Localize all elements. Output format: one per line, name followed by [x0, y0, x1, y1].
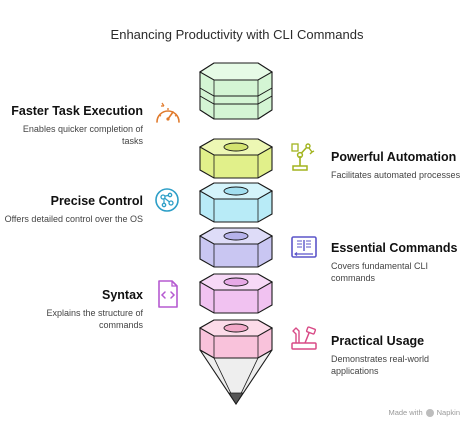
item-description: Facilitates automated processes — [331, 170, 461, 180]
item-heading: Essential Commands — [331, 241, 458, 255]
made-with-napkin-watermark: Made with Napkin — [388, 408, 460, 417]
segment-magenta — [198, 273, 274, 314]
code-file-icon — [155, 279, 181, 308]
item-description: Offers detailed control over the OS — [4, 214, 143, 224]
book-icon — [290, 234, 317, 260]
made-with-label: Made with — [388, 408, 423, 417]
brand-label: Napkin — [436, 408, 460, 417]
item-heading: Precise Control — [50, 194, 143, 208]
segment-top-green — [198, 62, 274, 120]
tools-icon — [290, 324, 317, 350]
item-description: Explains the structure of commands — [46, 308, 143, 330]
item-practical-usage: Practical Usage Demonstrates real-world … — [331, 334, 471, 377]
robot-arm-icon — [290, 142, 316, 171]
item-heading: Faster Task Execution — [11, 104, 143, 118]
pencil-tip — [199, 349, 273, 405]
item-essential-commands: Essential Commands Covers fundamental CL… — [331, 241, 471, 284]
item-heading: Syntax — [102, 288, 143, 302]
item-precise-control: Precise Control Offers detailed control … — [3, 194, 143, 225]
gear-network-icon — [153, 186, 179, 212]
segment-pink — [198, 319, 274, 359]
item-syntax: Syntax Explains the structure of command… — [3, 288, 143, 331]
segment-indigo — [198, 227, 274, 268]
page-title: Enhancing Productivity with CLI Commands — [110, 27, 364, 42]
item-heading: Practical Usage — [331, 334, 425, 348]
item-description: Covers fundamental CLI commands — [331, 261, 429, 283]
item-powerful-automation: Powerful Automation Facilitates automate… — [331, 150, 471, 181]
napkin-logo-icon — [425, 408, 434, 417]
item-faster-task-execution: Faster Task Execution Enables quicker co… — [3, 104, 143, 147]
item-description: Demonstrates real-world applications — [331, 354, 430, 376]
segment-lime — [198, 138, 274, 179]
item-heading: Powerful Automation — [331, 150, 457, 164]
item-description: Enables quicker completion of tasks — [22, 124, 143, 146]
segment-cyan — [198, 182, 274, 223]
speedometer-icon — [153, 102, 180, 128]
